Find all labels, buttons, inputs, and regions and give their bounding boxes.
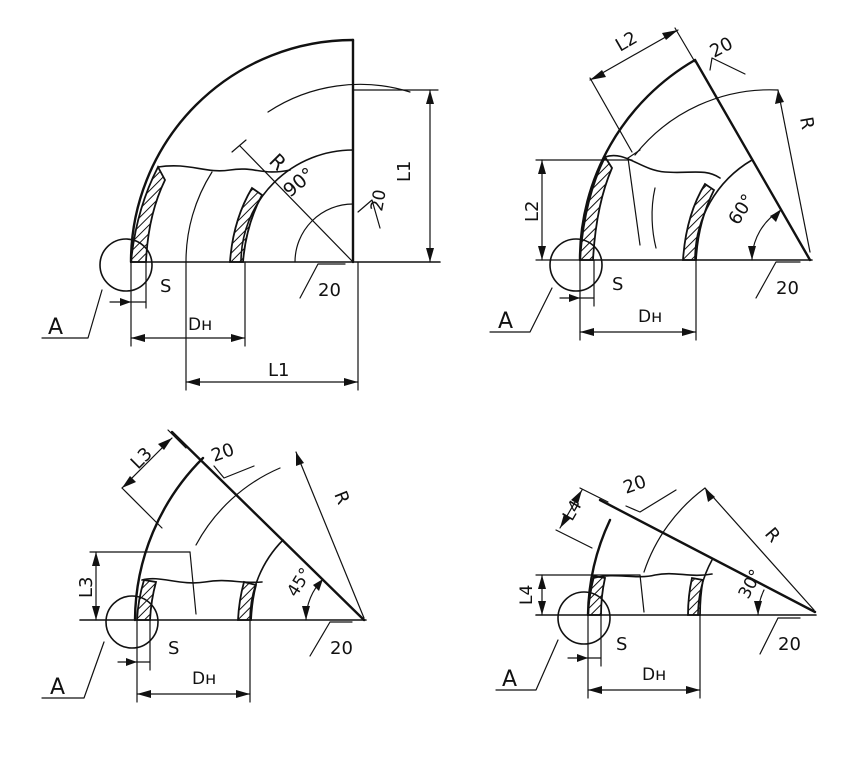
elbow-90-Dn-label: Dн xyxy=(188,315,212,335)
elbow-45-roughness-base: 20 xyxy=(330,638,353,659)
elbow-30-radius-line xyxy=(704,487,815,611)
elbow-60-L2-vertical: L2 xyxy=(522,201,543,222)
elbow-60-wall-hatch-outer xyxy=(579,155,614,261)
elbow-60-roughness-top: 20 xyxy=(706,33,736,62)
elbow-45-outer-arc xyxy=(133,456,205,622)
elbow-60-S-label: S xyxy=(612,274,623,295)
elbow-90-roughness-base: 20 xyxy=(318,280,341,301)
elbow-45-roughness-top: 20 xyxy=(209,439,238,467)
elbow-90-angle-arc xyxy=(294,203,354,263)
elbow-60-roughness-base: 20 xyxy=(776,278,799,299)
elbow-60-outer-arc xyxy=(578,58,697,262)
elbow-90-break-line xyxy=(157,165,291,173)
elbow-90-detail-circle xyxy=(99,238,153,292)
elbow-30-drawing: R 30° L4 20 L4 20 A S xyxy=(495,471,817,699)
elbow-60-break-line xyxy=(604,154,721,179)
elbow-90-middle-arc-upper xyxy=(267,83,411,113)
elbow-60-wall-hatch-inner xyxy=(682,182,716,261)
elbow-90-wall-hatch-outer xyxy=(130,165,167,263)
elbow-30-detail-label: A xyxy=(502,667,517,692)
elbow-60-angle-label: 60° xyxy=(724,190,759,228)
elbow-45-radius-label: R xyxy=(329,488,353,507)
elbow-90-S-label: S xyxy=(160,276,171,297)
elbow-90-wall-hatch-inner xyxy=(229,186,264,263)
elbow-30-break-line xyxy=(593,572,713,579)
elbow-45-L3-top: L3 xyxy=(127,443,157,473)
elbow-60-L2-top: L2 xyxy=(612,27,641,56)
elbow-45-Dn-label: Dн xyxy=(192,669,216,689)
elbow-60-radius-label: R xyxy=(795,115,818,131)
elbow-60-Dn-label: Dн xyxy=(638,307,662,327)
elbow-30-detail-circle xyxy=(557,591,611,645)
elbow-45-end-face xyxy=(170,430,366,622)
elbow-90-drawing: R 90° L1 20 20 A S Dн xyxy=(41,38,441,391)
elbow-60-drawing: R 60° L2 20 L2 20 A S xyxy=(489,27,818,341)
elbow-45-wall-hatch-inner xyxy=(237,580,258,621)
elbow-30-end-face xyxy=(598,498,817,614)
elbow-90-radius-line xyxy=(239,145,354,263)
elbow-90-angle-label: 90° xyxy=(279,163,319,202)
elbow-60-middle-arc xyxy=(634,89,779,156)
elbow-30-radius-label: R xyxy=(760,524,784,547)
elbow-30-S-label: S xyxy=(616,634,627,655)
elbow-45-inner-arc xyxy=(249,539,284,621)
elbow-45-radius-line xyxy=(295,451,365,619)
elbow-30-roughness-top: 20 xyxy=(621,471,650,499)
elbow-90-middle-arc xyxy=(185,171,213,263)
elbow-90-detail-label: A xyxy=(48,315,63,340)
elbow-45-S-label: S xyxy=(168,638,179,659)
elbow-60-detail-label: A xyxy=(498,309,513,334)
elbow-45-detail-circle xyxy=(105,595,159,649)
elbow-30-Dn-label: Dн xyxy=(642,665,666,685)
elbow-90-roughness-end: 20 xyxy=(367,188,390,213)
elbow-30-L4-vertical: L4 xyxy=(517,585,537,605)
elbow-90-L1-horizontal: L1 xyxy=(268,360,289,381)
elbow-90-outer-arc xyxy=(129,38,355,264)
elbow-90-L1-vertical: L1 xyxy=(394,161,415,182)
elbow-45-L3-vertical: L3 xyxy=(76,577,97,598)
elbow-30-middle-arc xyxy=(643,487,706,573)
elbow-45-detail-label: A xyxy=(50,675,65,700)
elbow-60-radius-line xyxy=(777,89,811,253)
elbow-30-wall-hatch-inner xyxy=(687,576,705,616)
elbow-45-middle-arc xyxy=(195,467,281,546)
elbow-30-roughness-base: 20 xyxy=(778,634,801,655)
elbow-60-detail-circle xyxy=(549,238,603,292)
elbow-45-drawing: R 45° L3 20 L3 20 A S xyxy=(41,429,367,703)
